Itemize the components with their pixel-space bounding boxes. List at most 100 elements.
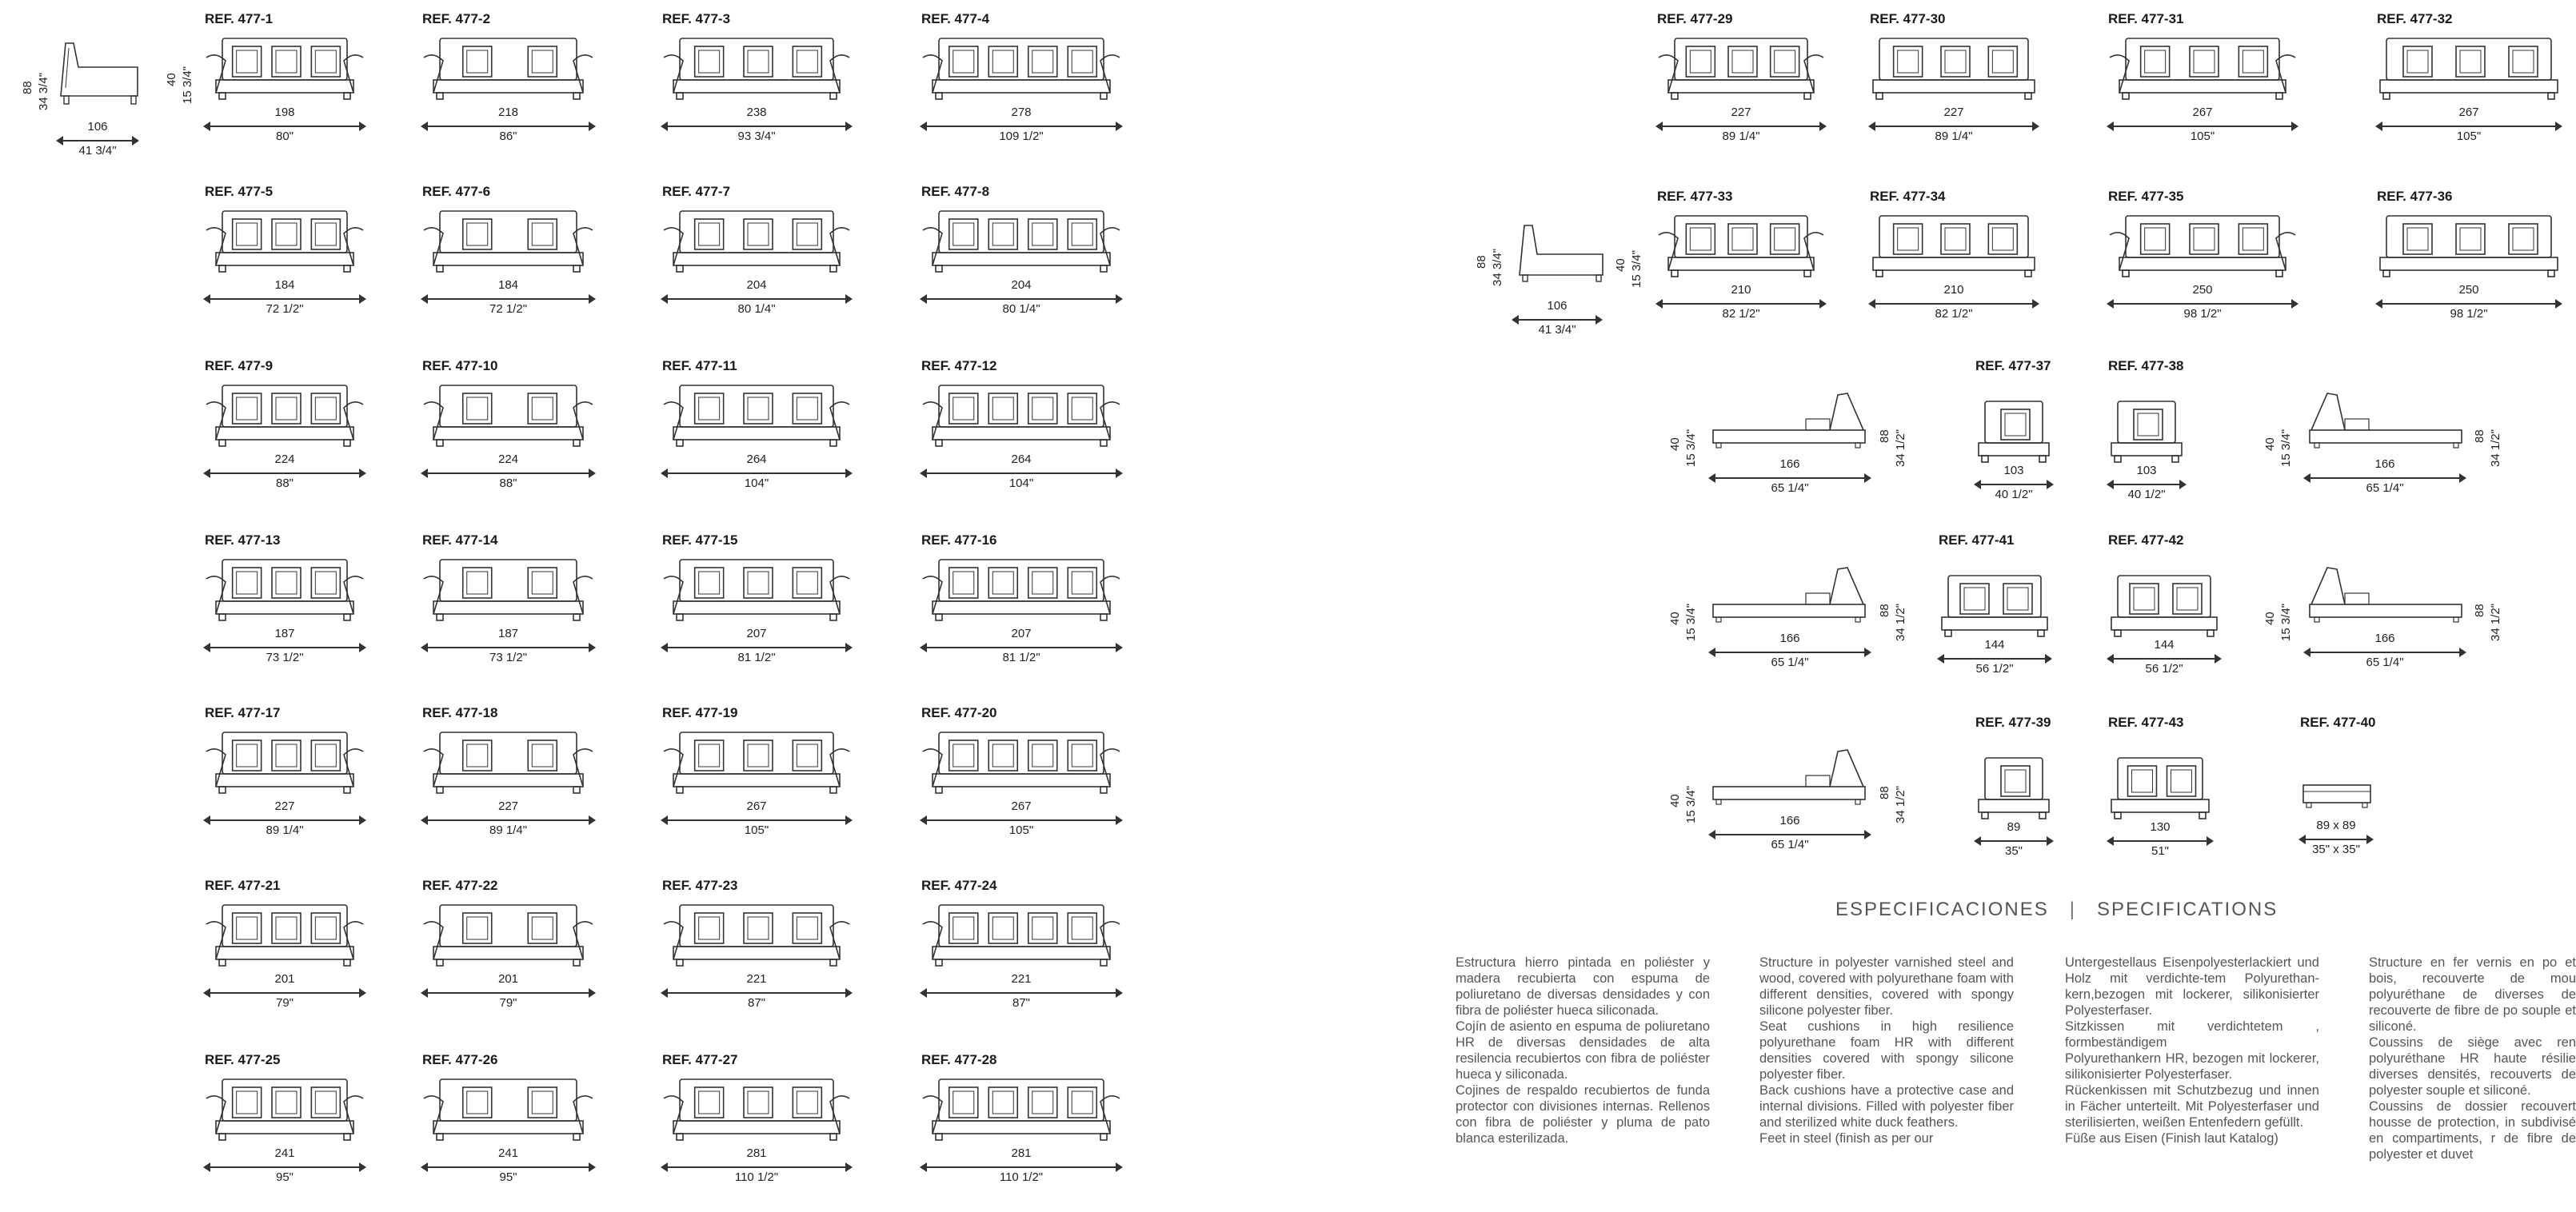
width-cm: 166: [1779, 814, 1800, 827]
seat-in: 15 3/4": [2279, 603, 2293, 641]
width-cm: 241: [497, 1146, 519, 1160]
sofa-front-drawing: [922, 732, 1120, 794]
sofa-front-drawing: [1978, 757, 2050, 819]
chaise-drawing: [1712, 749, 1866, 805]
sofa-front-drawing: [663, 385, 850, 447]
product-ref: REF. 477-32: [2377, 11, 2453, 26]
dimension-line: [421, 643, 596, 652]
width-in: 72 1/2": [266, 302, 304, 316]
sofa-front-drawing: [2111, 575, 2218, 637]
product-ref: REF. 477-41: [1939, 532, 2015, 548]
heading-separator: |: [2069, 899, 2076, 920]
side-view-right: 88 34 3/4" 40 15 3/4": [1472, 216, 1647, 336]
product-ref: REF. 477-4: [921, 11, 990, 26]
spec-paragraph: Cojines de respaldo recubiertos de funda…: [1456, 1083, 1710, 1146]
product-ref: REF. 477-23: [662, 878, 738, 893]
seat-cm: 40: [1668, 794, 1682, 807]
product-ref: REF. 477-16: [921, 532, 997, 548]
width-in: 98 1/2": [2183, 307, 2222, 321]
dimension-line: [920, 988, 1123, 998]
width-in: 95": [499, 1170, 517, 1184]
spec-column-de: Untergestellaus Eisenpolyesterlackiert u…: [2065, 955, 2319, 1146]
product-ref: REF. 477-20: [921, 705, 997, 720]
chaise-drawing: [2309, 393, 2462, 449]
width-in: 89 1/4": [1935, 130, 1973, 143]
width-in: 81 1/2": [1002, 651, 1040, 664]
width-in: 79": [499, 996, 517, 1010]
product-ref: REF. 477-36: [2377, 189, 2453, 204]
width-in: 56 1/2": [1975, 662, 2014, 676]
width-cm: 89 x 89: [2316, 819, 2356, 832]
height-cm: 88: [1475, 255, 1488, 269]
width-in: 65 1/4": [1771, 481, 1809, 495]
dimension-line: [203, 468, 366, 478]
width-cm: 166: [2374, 457, 2395, 471]
dimension-line: [203, 1162, 366, 1172]
width-cm: 166: [2374, 632, 2395, 645]
width-in: 51": [2151, 844, 2169, 858]
spec-paragraph: Untergestellaus Eisenpolyesterlackiert u…: [2065, 955, 2319, 1018]
product-ref: REF. 477-11: [662, 358, 737, 373]
product-ref: REF. 477-8: [921, 184, 990, 199]
width-cm: 201: [497, 972, 519, 986]
spec-paragraph: Structure en fer vernis en po et bois, r…: [2369, 955, 2576, 1034]
sofa-front-drawing: [206, 1078, 364, 1141]
product-ref: REF. 477-3: [662, 11, 731, 26]
dimension-line: [1868, 122, 2039, 131]
dimension-line: [1974, 480, 2054, 489]
side-view: 88 34 3/4" 40 15 3/4": [16, 32, 194, 152]
dimension-line: [1708, 830, 1871, 839]
product-ref: REF. 477-40: [2300, 715, 2376, 730]
dimension-line: [203, 643, 366, 652]
width-in: 81 1/2": [737, 651, 776, 664]
sofa-front-drawing: [206, 210, 364, 273]
dimension-line: [2107, 836, 2214, 846]
width-in: 105": [1008, 823, 1034, 837]
width-in: 88": [275, 476, 294, 490]
width-in: 109 1/2": [999, 130, 1044, 143]
width-in: 80 1/4": [1002, 302, 1040, 316]
width-in: 79": [275, 996, 294, 1010]
width-in: 95": [275, 1170, 294, 1184]
sofa-front-drawing: [1658, 38, 1824, 100]
dimension-line: [421, 122, 596, 131]
width-in: 89 1/4": [1722, 130, 1760, 143]
width-cm: 227: [1943, 106, 1964, 119]
sofa-front-drawing: [2111, 757, 2210, 819]
sofa-front-drawing: [663, 38, 850, 100]
product-ref: REF. 477-19: [662, 705, 738, 720]
width-cm: 210: [1943, 283, 1964, 297]
product-ref: REF. 477-7: [662, 184, 731, 199]
sofa-front-drawing: [663, 732, 850, 794]
width-cm: 224: [274, 453, 295, 466]
product-ref: REF. 477-33: [1657, 189, 1733, 204]
width-in: 40 1/2": [1995, 488, 2033, 501]
sofa-front-drawing: [663, 904, 850, 967]
sofa-front-drawing: [423, 904, 593, 967]
product-ref: REF. 477-10: [422, 358, 498, 373]
dimension-line: [920, 122, 1123, 131]
